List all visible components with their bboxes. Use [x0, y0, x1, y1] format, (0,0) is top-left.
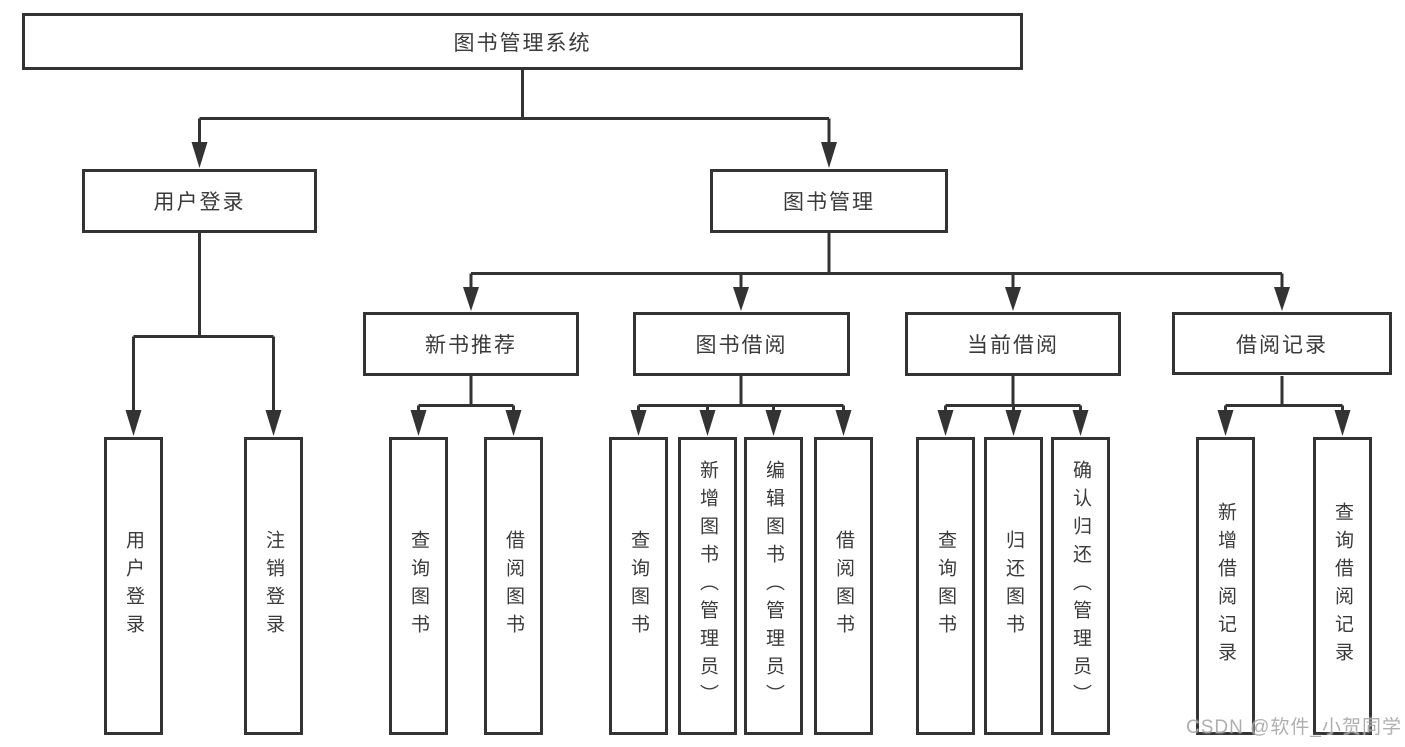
node-new-book-recommend: 新书推荐	[363, 312, 579, 376]
connector-book-management-to-level3	[463, 233, 1290, 311]
node-book-borrowing: 图书借阅	[633, 312, 850, 376]
node-user-login: 用户登录	[82, 169, 317, 233]
leaf-label: 借阅图书	[833, 530, 854, 642]
leaf-query-books-recommend: 查询图书	[389, 437, 448, 735]
leaf-label: 查询图书	[408, 530, 429, 642]
connector-root-to-level2	[191, 70, 837, 168]
leaf-logout-login: 注销登录	[244, 437, 303, 735]
leaf-confirm-return-admin: 确认归还（管理员）	[1051, 437, 1110, 735]
leaf-label: 编辑图书（管理员）	[763, 460, 784, 712]
leaf-return-books: 归还图书	[984, 437, 1043, 735]
leaf-user-login: 用户登录	[104, 437, 163, 735]
leaf-add-books-admin: 新增图书（管理员）	[678, 437, 737, 735]
node-library-system: 图书管理系统	[22, 13, 1023, 70]
leaf-add-borrow-record: 新增借阅记录	[1196, 437, 1255, 735]
leaf-label: 新增借阅记录	[1215, 502, 1236, 670]
leaf-query-books-current: 查询图书	[916, 437, 975, 735]
leaf-label: 确认归还（管理员）	[1070, 460, 1091, 712]
csdn-watermark: CSDN @软件_小贺同学	[1186, 717, 1402, 738]
leaf-label: 查询图书	[935, 530, 956, 642]
connector-new-book-recommend-to-leaves	[410, 376, 522, 436]
node-borrowing-records: 借阅记录	[1172, 312, 1392, 375]
leaf-borrow-books-borrowing: 借阅图书	[814, 437, 873, 735]
connector-current-borrowing-to-leaves	[937, 376, 1089, 436]
leaf-label: 新增图书（管理员）	[697, 460, 718, 712]
leaf-borrow-books-recommend: 借阅图书	[484, 437, 543, 735]
connector-book-borrowing-to-leaves	[630, 376, 852, 436]
leaf-query-books-borrowing: 查询图书	[609, 437, 668, 735]
leaf-query-borrow-record: 查询借阅记录	[1313, 437, 1372, 735]
leaf-label: 注销登录	[263, 530, 284, 642]
connector-user-login-to-leaves	[125, 233, 282, 436]
node-book-management: 图书管理	[710, 169, 948, 233]
leaf-label: 用户登录	[123, 530, 144, 642]
leaf-label: 借阅图书	[503, 530, 524, 642]
leaf-label: 查询借阅记录	[1332, 502, 1353, 670]
node-current-borrowing: 当前借阅	[905, 312, 1121, 376]
leaf-edit-books-admin: 编辑图书（管理员）	[744, 437, 803, 735]
leaf-label: 归还图书	[1003, 530, 1024, 642]
connector-borrowing-records-to-leaves	[1217, 376, 1351, 436]
leaf-label: 查询图书	[628, 530, 649, 642]
